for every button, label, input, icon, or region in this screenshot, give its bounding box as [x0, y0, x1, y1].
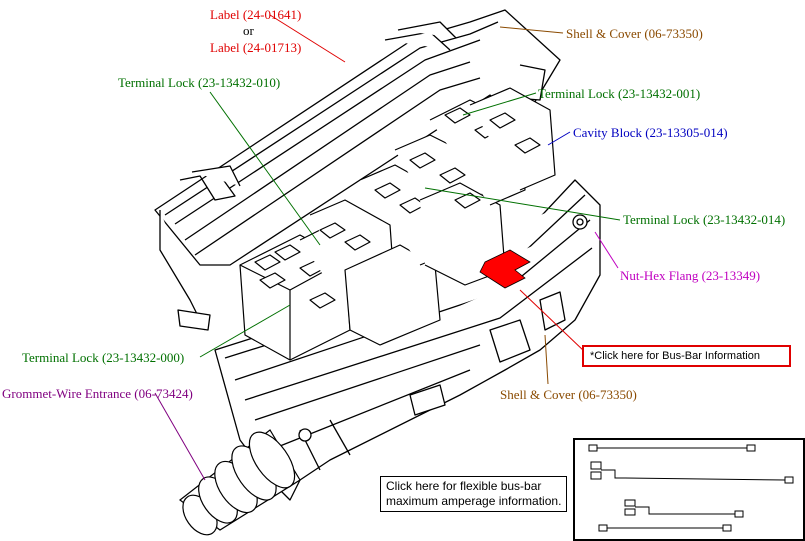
flex-busbar-inset[interactable] [573, 438, 805, 541]
terminal-lock-014-label[interactable]: Terminal Lock (23-13432-014) [623, 212, 786, 227]
cover-lid [154, 9, 561, 331]
nut-hex-label[interactable]: Nut-Hex Flang (23-13349) [620, 268, 761, 283]
terminal-lock-010-label[interactable]: Terminal Lock (23-13432-010) [118, 75, 281, 90]
bus-bar-highlight[interactable] [479, 249, 531, 289]
flex-busbar-info-link[interactable]: Click here for flexible bus-bar maximum … [380, 476, 568, 512]
flex-busbar-drawing [588, 444, 794, 532]
cavity-block-label[interactable]: Cavity Block (23-13305-014) [573, 125, 728, 140]
grommet [179, 429, 301, 536]
leader-lines [154, 14, 621, 481]
flex-busbar-line2: maximum amperage information. [386, 494, 562, 508]
bus-bar-info-link[interactable]: *Click here for Bus-Bar Information [582, 345, 791, 367]
label-24-01641[interactable]: Label (24-01641) [210, 7, 302, 22]
or-text: or [243, 23, 254, 38]
shell-cover-top-label[interactable]: Shell & Cover (06-73350) [566, 26, 703, 41]
terminal-lock-000-label[interactable]: Terminal Lock (23-13432-000) [22, 350, 185, 365]
flex-busbar-line1: Click here for flexible bus-bar [386, 479, 542, 493]
relay-blocks [239, 87, 556, 361]
shell-cover-bottom-label[interactable]: Shell & Cover (06-73350) [500, 387, 637, 402]
grommet-label[interactable]: Grommet-Wire Entrance (06-73424) [2, 386, 193, 401]
label-24-01713[interactable]: Label (24-01713) [210, 40, 302, 55]
terminal-lock-001-label[interactable]: Terminal Lock (23-13432-001) [538, 86, 701, 101]
